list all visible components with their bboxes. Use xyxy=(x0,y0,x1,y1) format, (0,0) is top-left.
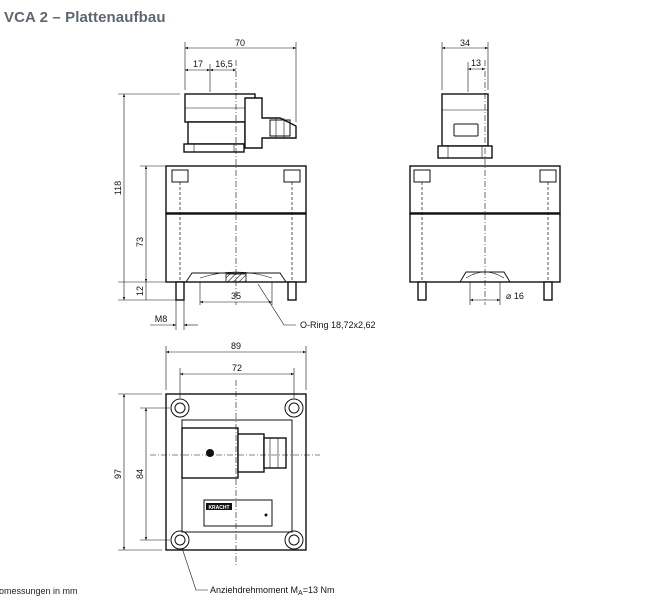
dim-width-total: 70 xyxy=(235,38,245,48)
front-view: 70 17 16,5 118 73 12 35 M8 O-Ring 18,72x… xyxy=(113,38,376,330)
nameplate-text: KRACHT xyxy=(208,505,229,511)
dim-thread: M8 xyxy=(155,314,168,324)
dim-conn-left: 17 xyxy=(193,59,203,69)
top-view: KRACHT 89 72 97 84 Anziehdrehmoment MA=1… xyxy=(113,341,334,597)
dim-top-holes: 72 xyxy=(232,363,242,373)
page-title: VCA 2 – Plattenaufbau xyxy=(4,9,166,26)
dim-side-width: 34 xyxy=(460,38,470,48)
side-connector-window xyxy=(453,123,479,137)
dim-top-holes-v: 84 xyxy=(135,469,145,479)
mounting-holes xyxy=(170,398,304,550)
dim-side-inner: 13 xyxy=(471,58,481,68)
dim-side-diameter: ⌀ 16 xyxy=(506,291,524,301)
dim-height-total: 118 xyxy=(113,181,123,195)
dim-conn-width: 16,5 xyxy=(215,59,233,69)
dim-oring-width: 35 xyxy=(231,291,241,301)
dim-height-body: 73 xyxy=(135,237,145,247)
side-view: 34 13 ⌀ 16 xyxy=(409,38,561,305)
connector-body xyxy=(187,121,246,145)
nameplate-logo xyxy=(206,503,232,510)
dim-top-height: 97 xyxy=(113,469,123,479)
dim-height-pins: 12 xyxy=(135,286,145,296)
pin-left xyxy=(175,281,185,301)
connector-nut xyxy=(183,143,245,153)
oring-callout: O-Ring 18,72x2,62 xyxy=(300,320,376,330)
nameplate xyxy=(203,499,273,527)
footnote: omessungen in mm xyxy=(0,586,78,596)
pin-right xyxy=(287,281,297,301)
dim-top-width: 89 xyxy=(231,341,241,351)
side-connector xyxy=(441,93,489,147)
torque-callout: Anziehdrehmoment MA=13 Nm xyxy=(210,585,334,597)
